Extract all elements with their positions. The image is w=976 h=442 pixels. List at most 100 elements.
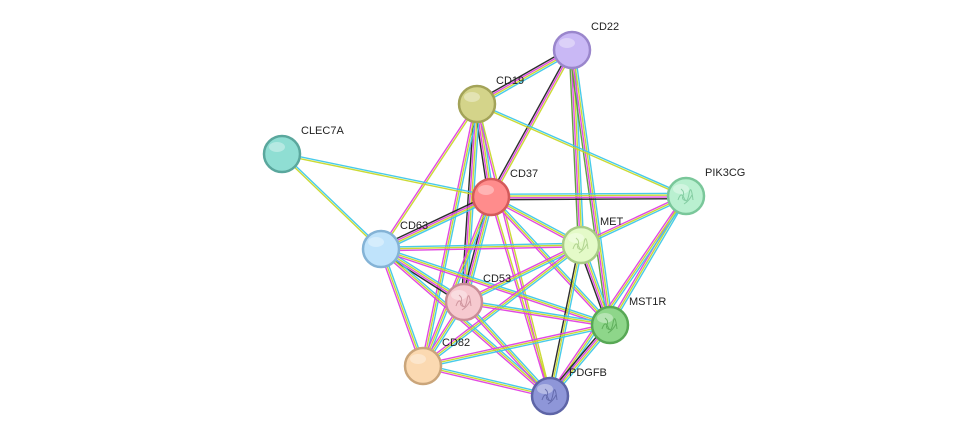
edge-cd19-cd63 — [379, 103, 479, 250]
node-cd82[interactable]: CD82 — [403, 337, 470, 386]
protein-structure-icon — [677, 188, 694, 205]
edge-line — [380, 195, 491, 249]
node-circle[interactable] — [561, 225, 601, 265]
edge-line — [420, 196, 490, 366]
node-circle[interactable] — [552, 30, 592, 70]
node-highlight — [368, 237, 384, 247]
edge-line — [464, 245, 583, 305]
edge-line — [380, 242, 581, 248]
node-label: CD19 — [496, 75, 524, 87]
edge-line — [422, 324, 611, 367]
node-pdgfb[interactable]: PDGFB — [530, 367, 607, 416]
edge-mst1r-cd82 — [422, 322, 611, 369]
node-met[interactable]: MET — [561, 216, 624, 265]
edge-clec7a-cd63 — [280, 152, 383, 251]
protein-structure-icon — [601, 317, 618, 334]
node-circle[interactable] — [403, 346, 443, 386]
edge-line — [580, 195, 687, 246]
edge-line — [422, 322, 610, 365]
edge-line — [490, 192, 686, 196]
edge-line — [491, 50, 575, 199]
node-circle[interactable] — [471, 177, 511, 217]
edge-clec7a-cd37 — [281, 152, 492, 199]
edge-cd37-cd63 — [379, 193, 493, 253]
edge-line — [422, 103, 478, 367]
node-cd22[interactable]: CD22 — [552, 21, 619, 70]
edge-line — [462, 103, 477, 302]
edge-line — [281, 154, 491, 199]
edge-line — [381, 104, 479, 250]
edge-line — [491, 196, 687, 199]
edge-cd22-mst1r — [568, 49, 614, 326]
protein-structure-icon — [572, 237, 589, 254]
node-circle[interactable] — [590, 305, 630, 345]
edge-line — [490, 194, 686, 197]
edge-cd63-cd82 — [378, 248, 426, 367]
edge-cd37-cd82 — [420, 196, 494, 367]
node-circle[interactable] — [262, 134, 302, 174]
edge-line — [491, 197, 687, 201]
edge-line — [476, 104, 686, 198]
node-clec7a[interactable]: CLEC7A — [262, 125, 344, 174]
node-label: CD63 — [400, 220, 428, 232]
edge-line — [379, 193, 491, 248]
edge-met-cd53 — [462, 242, 583, 305]
edge-line — [380, 244, 582, 250]
edge-line — [382, 248, 426, 366]
edge-line — [610, 196, 689, 327]
node-label: CD22 — [591, 21, 619, 33]
edge-line — [421, 243, 581, 366]
node-circle[interactable] — [444, 282, 484, 322]
edge-line — [581, 196, 688, 248]
node-highlight — [478, 185, 494, 195]
edge-line — [488, 48, 572, 197]
edge-line — [378, 249, 422, 367]
edge-line — [462, 242, 581, 302]
node-highlight — [269, 142, 285, 152]
edge-cd82-pdgfb — [422, 363, 551, 399]
edge-line — [422, 365, 551, 397]
node-cd53[interactable]: CD53 — [444, 273, 511, 322]
edges-layer — [280, 47, 689, 399]
node-cd37[interactable]: CD37 — [471, 168, 538, 217]
edge-line — [463, 301, 611, 326]
edge-line — [381, 198, 493, 253]
edge-line — [573, 49, 614, 325]
edge-line — [379, 249, 550, 398]
node-mst1r[interactable]: MST1R — [590, 296, 666, 345]
node-label: PIK3CG — [705, 167, 745, 179]
edge-line — [420, 103, 476, 366]
edge-cd53-mst1r — [463, 299, 611, 328]
edge-line — [280, 154, 381, 251]
edge-line — [422, 196, 492, 367]
node-circle[interactable] — [457, 84, 497, 124]
edge-line — [490, 49, 573, 198]
edge-cd37-pik3cg — [490, 192, 687, 201]
node-label: CD37 — [510, 168, 538, 180]
node-circle[interactable] — [666, 176, 706, 216]
edge-line — [381, 246, 611, 324]
node-label: CLEC7A — [301, 125, 344, 137]
node-highlight — [559, 38, 575, 48]
edge-line — [490, 196, 611, 326]
node-circle[interactable] — [530, 376, 570, 416]
edge-line — [570, 50, 581, 246]
edge-line — [380, 248, 424, 367]
edge-line — [423, 326, 611, 369]
node-cd63[interactable]: CD63 — [361, 220, 428, 269]
edge-line — [568, 50, 609, 326]
edge-line — [477, 102, 687, 196]
node-label: MST1R — [629, 296, 666, 308]
edge-line — [381, 246, 582, 252]
node-label: MET — [600, 216, 624, 228]
protein-structure-icon — [455, 294, 472, 311]
edge-line — [380, 248, 551, 397]
node-cd19[interactable]: CD19 — [457, 75, 524, 124]
edge-line — [572, 49, 612, 325]
edge-line — [549, 195, 687, 397]
node-circle[interactable] — [361, 229, 401, 269]
edge-line — [422, 367, 550, 399]
edge-line — [579, 193, 686, 245]
node-pik3cg[interactable]: PIK3CG — [666, 167, 745, 216]
